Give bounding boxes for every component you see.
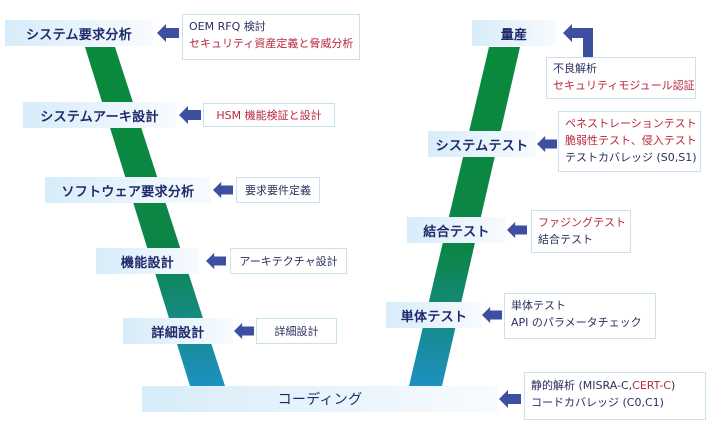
note-mass-production: 不良解析 セキュリティモジュール認証: [546, 57, 696, 99]
phase-system-test: システムテスト: [428, 131, 536, 157]
note-line: テストカバレッジ (S0,S1): [565, 151, 697, 164]
note-line: API のパラメータチェック: [511, 316, 642, 329]
note-line-security: HSM 機能検証と設計: [216, 108, 322, 122]
note-line-security: セキュリティモジュール認証: [553, 79, 695, 92]
note-system-requirements: OEM RFQ 検討 セキュリティ資産定義と脅威分析: [182, 14, 360, 60]
arrow-left-icon: [537, 135, 557, 153]
arrow-left-icon: [157, 24, 179, 42]
v-left-stroke: [85, 47, 225, 386]
note-line-security: 脆弱性テスト、侵入テスト: [565, 134, 697, 147]
phase-integration-test: 結合テスト: [407, 217, 506, 243]
note-unit-test: 単体テスト API のパラメータチェック: [504, 293, 656, 339]
note-integration-test: ファジングテスト 結合テスト: [531, 210, 631, 253]
phase-unit-test: 単体テスト: [386, 302, 482, 328]
note-line: 単体テスト: [511, 299, 566, 312]
note-coding: 静的解析 (MISRA-C,CERT-C) コードカバレッジ (C0,C1): [524, 372, 706, 420]
note-text: ): [670, 379, 676, 392]
phase-mass-production: 量産: [472, 20, 556, 46]
phase-system-requirements: システム要求分析: [5, 20, 153, 46]
phase-software-requirements: ソフトウェア要求分析: [45, 177, 211, 203]
arrow-left-icon: [206, 252, 226, 270]
note-text: 静的解析 (MISRA-C,: [531, 379, 633, 392]
note-line: 不良解析: [553, 62, 597, 75]
note-line-security: ペネストレーションテスト: [565, 117, 697, 130]
phase-detailed-design: 詳細設計: [123, 318, 233, 344]
arrow-left-icon: [499, 390, 521, 408]
arrow-left-icon: [213, 181, 233, 199]
note-line: OEM RFQ 検討: [189, 20, 266, 33]
note-line: 要求要件定義: [245, 183, 311, 197]
arrow-left-icon: [482, 306, 502, 324]
note-line-security: ファジングテスト: [538, 216, 626, 229]
note-line: アーキテクチャ設計: [239, 254, 338, 268]
note-software-requirements: 要求要件定義: [236, 177, 320, 203]
elbow-arrow-icon: [563, 24, 593, 58]
phase-coding: コーディング: [142, 386, 498, 412]
note-line: 静的解析 (MISRA-C,CERT-C): [531, 377, 699, 394]
note-line: 詳細設計: [274, 324, 319, 338]
note-text-security: CERT-C: [632, 379, 671, 392]
note-detailed-design: 詳細設計: [256, 318, 337, 344]
phase-functional-design: 機能設計: [96, 248, 199, 274]
note-line: コードカバレッジ (C0,C1): [531, 396, 664, 409]
arrow-left-icon: [179, 106, 201, 124]
arrow-left-icon: [234, 322, 254, 340]
note-system-architecture: HSM 機能検証と設計: [203, 103, 335, 127]
arrow-left-icon: [507, 221, 527, 239]
note-line-security: セキュリティ資産定義と脅威分析: [189, 37, 354, 50]
note-system-test: ペネストレーションテスト 脆弱性テスト、侵入テスト テストカバレッジ (S0,S…: [558, 111, 701, 172]
phase-system-architecture: システムアーキ設計: [23, 102, 176, 128]
note-functional-design: アーキテクチャ設計: [230, 248, 347, 274]
note-line: 結合テスト: [538, 233, 593, 246]
